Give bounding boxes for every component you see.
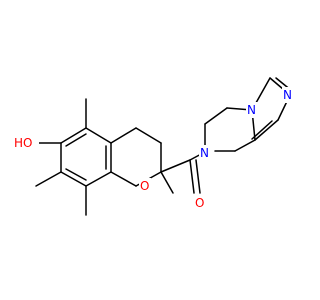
ring-oxygen-label: O [140,179,149,193]
bond [110,171,137,187]
label-backdrop [139,178,151,194]
structure-canvas: HO O O N N N [13,77,294,216]
bond [204,107,228,125]
bond [35,171,62,187]
bond [110,127,137,144]
label-backdrop [13,134,39,152]
bond [254,119,279,141]
imidazole-n3-label: N [283,88,292,102]
carbonyl-oxygen-label: O [195,196,204,210]
bond [85,127,112,144]
bond [160,171,174,194]
atom-label-layer: HO O O N N N [13,87,294,211]
bond [135,127,162,144]
label-backdrop [282,87,294,103]
bond [160,159,191,173]
bond [85,171,112,187]
label-backdrop [199,145,211,161]
bond [65,133,87,147]
label-backdrop [246,102,258,118]
imidazole-bridge-nitrogen-label: N [247,103,256,117]
bond [60,127,87,144]
amide-nitrogen-label: N [200,146,209,160]
bond [195,159,201,194]
bond-layer [35,77,293,216]
hydroxyl-label: HO [14,136,32,150]
molecule-structure: HO O O N N N [13,77,294,216]
bond [234,139,256,152]
bond [60,171,87,187]
bond [251,120,273,140]
label-backdrop [194,195,206,211]
bond [189,159,195,194]
bond [65,168,87,181]
